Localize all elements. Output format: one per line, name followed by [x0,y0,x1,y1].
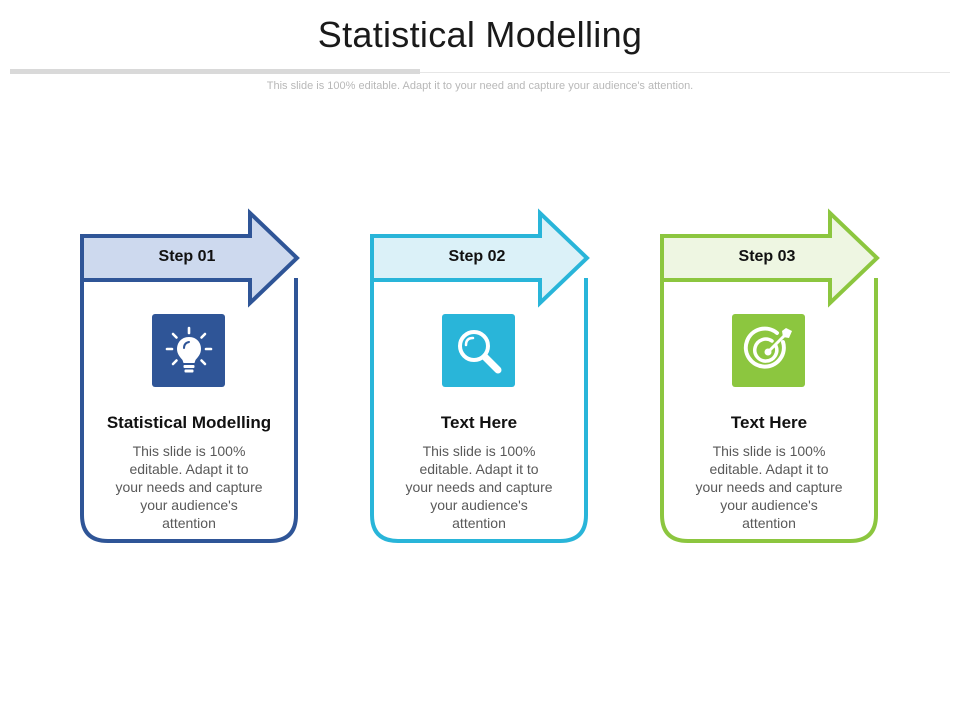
magnifier-icon [457,329,501,373]
title-divider [10,72,950,73]
step-label: Step 01 [158,248,216,265]
step-title: Text Here [440,413,518,432]
icon-box [152,314,225,387]
icon-box [442,314,515,387]
step-title: Text Here [730,413,808,432]
step-card-1: Step 01 Statistical Modelling This slide… [80,208,302,546]
step-card-frame [660,208,880,543]
step-card-frame [80,208,300,543]
step-description: This slide is 100% editable. Adapt it to… [115,443,263,531]
icon-box [732,314,805,387]
step-card-3: Step 03 Text Here This slide is 100% edi… [660,208,882,546]
step-description: This slide is 100% editable. Adapt it to… [405,443,553,531]
step-title: Statistical Modelling [106,413,272,432]
step-card-2: Step 02 Text Here This slide is 100% edi… [370,208,592,546]
title-divider-accent [10,69,420,74]
step-card-frame [370,208,590,543]
step-description: This slide is 100% editable. Adapt it to… [695,443,843,531]
target-icon [743,326,792,369]
step-label: Step 02 [448,248,506,265]
lightbulb-icon [165,326,212,372]
step-label: Step 03 [738,248,796,265]
slide-title: Statistical Modelling [317,14,643,55]
slide-subtitle: This slide is 100% editable. Adapt it to… [266,80,694,92]
